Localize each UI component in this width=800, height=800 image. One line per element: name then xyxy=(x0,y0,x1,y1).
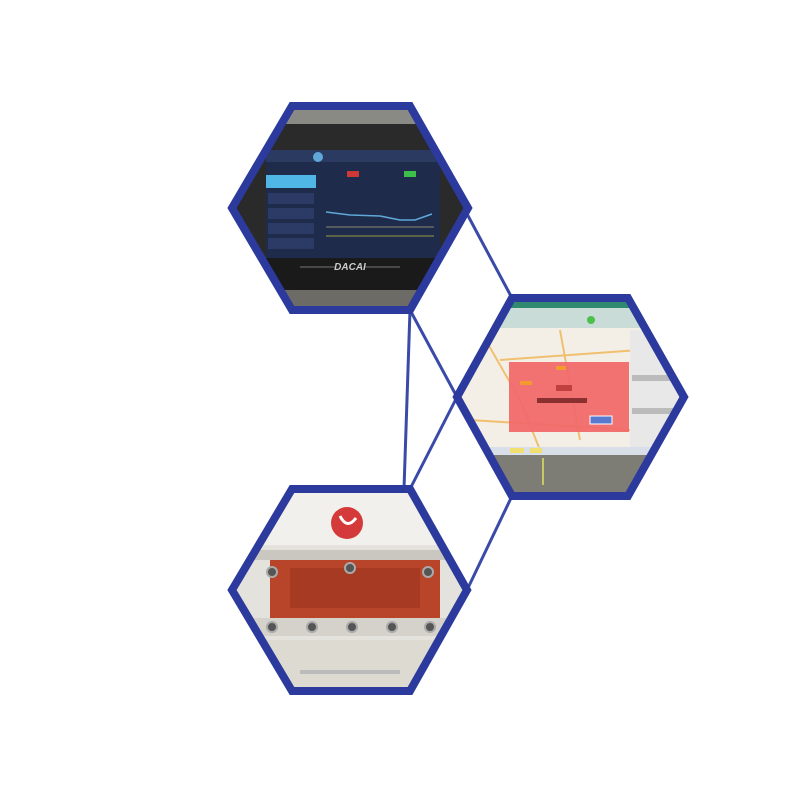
rfid-hardware-panel xyxy=(232,489,467,691)
hexagon-frame xyxy=(227,485,472,695)
menu-item-active xyxy=(266,175,316,188)
hexagon-frame xyxy=(452,294,689,500)
connector-lines xyxy=(402,211,514,591)
map-software-panel xyxy=(457,298,684,496)
trend-line xyxy=(325,211,433,221)
touchscreen-panel: DACAI xyxy=(232,106,468,310)
brand-logo: DACAI xyxy=(334,262,366,273)
alert-confirm-button[interactable] xyxy=(589,415,613,425)
hexagon-frame xyxy=(227,102,473,314)
